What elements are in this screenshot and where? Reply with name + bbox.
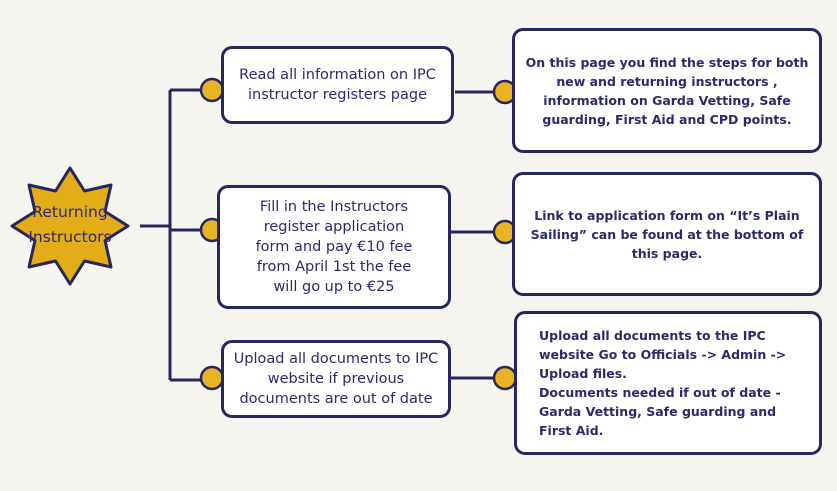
step-text: Upload all documents to IPC website if p… [233, 351, 439, 407]
detail-text: On this page you find the steps for both… [525, 54, 809, 127]
step-box-3: Upload all documents to IPC website if p… [221, 340, 451, 418]
connector-dot-step-3-right [492, 365, 518, 391]
step-text: Fill in the Instructors register applica… [255, 199, 413, 295]
connector-dot-step-1-left [199, 77, 225, 103]
detail-box-2: Link to application form on “It’s Plain … [512, 172, 822, 296]
detail-text: Upload all documents to the IPC website … [539, 328, 787, 438]
step-box-1: Read all information on IPC instructor r… [221, 46, 454, 124]
detail-box-3: Upload all documents to the IPC website … [514, 311, 822, 455]
step-text: Read all information on IPC instructor r… [239, 67, 436, 103]
step-box-2: Fill in the Instructors register applica… [217, 185, 451, 309]
detail-text: Link to application form on “It’s Plain … [530, 207, 804, 261]
detail-box-1: On this page you find the steps for both… [512, 28, 822, 153]
connector-dot-step-3-left [199, 365, 225, 391]
connector-lines [140, 88, 505, 382]
hub-star-badge [10, 166, 130, 286]
hub-label: Returning Instructors [28, 203, 112, 246]
